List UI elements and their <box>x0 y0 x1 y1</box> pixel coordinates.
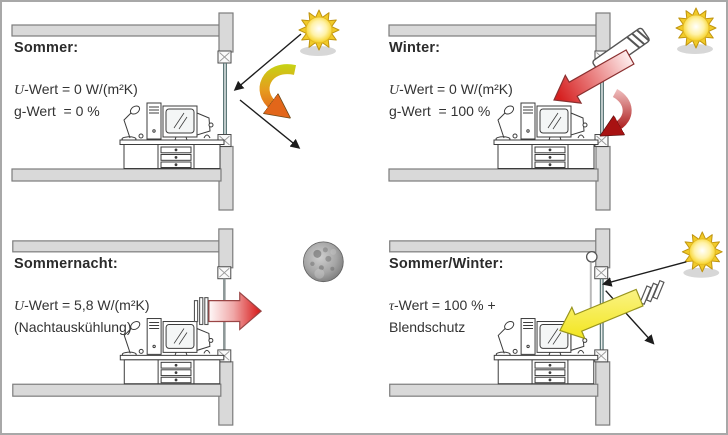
panel-sommer-illustration <box>11 9 340 211</box>
u-value-line: U-Wert = 0 W/(m²K) <box>389 81 513 98</box>
screen-segments <box>639 279 665 306</box>
panel-sommernacht-illustration <box>12 228 344 426</box>
panel-sommer-winter-text: Sommer/Winter: τ-Wert = 100 % + Blendsch… <box>389 256 504 337</box>
panel-winter: Winter: U-Wert = 0 W/(m²K) g-Wert = 100 … <box>364 2 726 220</box>
panel-sommer: Sommer: U-Wert = 0 W/(m²K) g-Wert = 0 % <box>2 2 366 220</box>
u-value-line: U-Wert = 5,8 W/(m²K) <box>14 297 150 314</box>
u-value-line: U-Wert = 0 W/(m²K) <box>14 81 138 98</box>
panel-sommernacht: Sommernacht: U-Wert = 5,8 W/(m²K) (Nacht… <box>2 218 366 433</box>
panel-sommer-text: Sommer: U-Wert = 0 W/(m²K) g-Wert = 0 % <box>14 40 138 121</box>
wall-structure <box>12 228 234 426</box>
panel-title: Sommernacht: <box>14 256 118 272</box>
sun-icon <box>681 231 723 279</box>
heat-distribution-arrow <box>615 89 632 127</box>
panel-winter-text: Winter: U-Wert = 0 W/(m²K) g-Wert = 100 … <box>389 40 513 121</box>
panel-title: Sommer/Winter: <box>389 256 504 272</box>
solar-ray-arrow <box>601 261 687 287</box>
moon-icon <box>303 241 344 283</box>
note-line: (Nachtauskühlung) <box>14 319 132 335</box>
note-line: Blendschutz <box>389 319 466 335</box>
heat-gain-arrow <box>553 49 635 104</box>
wall-structure <box>389 228 611 426</box>
daylight-arrow <box>559 288 644 340</box>
panel-title: Sommer: <box>14 40 79 56</box>
panel-sommer-winter: Sommer/Winter: τ-Wert = 100 % + Blendsch… <box>364 218 726 433</box>
panel-winter-illustration <box>388 7 717 211</box>
solar-ray-arrow <box>233 33 302 91</box>
panel-sommernacht-text: Sommernacht: U-Wert = 5,8 W/(m²K) (Nacht… <box>14 256 149 337</box>
heat-loss-arrow <box>208 291 263 331</box>
reflection-arrow <box>259 64 297 106</box>
panel-title: Winter: <box>389 40 441 56</box>
window-glazing <box>217 50 232 147</box>
blind-roller <box>585 250 598 313</box>
reflected-ray-arrow <box>239 99 301 149</box>
tau-value-line: τ-Wert = 100 % + <box>389 297 496 314</box>
heat-bars <box>193 297 209 326</box>
g-value-line: g-Wert = 100 % <box>389 103 491 119</box>
sun-icon <box>675 7 717 55</box>
wall-structure <box>11 12 234 211</box>
g-value-line: g-Wert = 0 % <box>14 103 100 119</box>
panel-sommer-winter-illustration <box>389 228 723 426</box>
sun-icon <box>298 9 340 57</box>
